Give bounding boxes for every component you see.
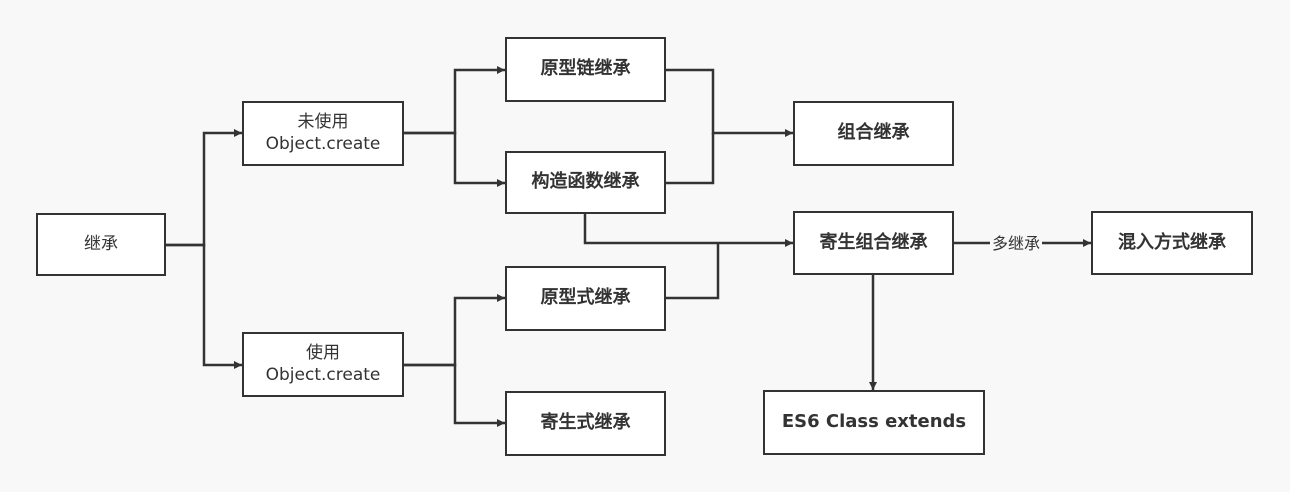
node-no-object-create-label: 未使用 Object.create — [265, 112, 381, 154]
edge-use-create-to-parasitic — [404, 363, 505, 427]
node-es6-class-extends: ES6 Class extends — [763, 390, 985, 455]
edge-prototype-chain-to-combination — [666, 68, 793, 137]
edge-inherit-to-use-create — [166, 243, 242, 369]
node-combination-label: 组合继承 — [837, 122, 910, 144]
node-mixin-label: 混入方式继承 — [1118, 231, 1226, 253]
node-use-object-create: 使用 Object.create — [242, 332, 404, 397]
node-prototypal: 原型式继承 — [505, 266, 666, 331]
edge-no-create-to-prototype-chain — [404, 66, 505, 135]
edge-constructor-to-combination — [666, 133, 715, 185]
node-parasitic-combination-label: 寄生组合继承 — [819, 231, 928, 253]
node-parasitic-combination: 寄生组合继承 — [793, 211, 954, 275]
node-constructor-label: 构造函数继承 — [531, 171, 640, 193]
node-parasitic-label: 寄生式继承 — [540, 412, 631, 434]
node-no-object-create: 未使用 Object.create — [242, 101, 404, 166]
node-use-object-create-label: 使用 Object.create — [265, 343, 381, 385]
node-constructor: 构造函数继承 — [505, 151, 666, 214]
edge-use-create-to-prototypal — [404, 294, 505, 367]
node-prototype-chain-label: 原型链继承 — [540, 58, 631, 80]
node-prototypal-label: 原型式继承 — [540, 287, 631, 309]
node-inheritance-label: 继承 — [84, 233, 118, 254]
node-es6-class-extends-label: ES6 Class extends — [781, 411, 967, 433]
node-inheritance: 继承 — [36, 213, 166, 276]
edge-inherit-to-no-create — [166, 129, 242, 247]
node-parasitic: 寄生式继承 — [505, 391, 666, 456]
edge-label-multiple-inheritance: 多继承 — [990, 234, 1043, 254]
node-mixin: 混入方式继承 — [1091, 211, 1253, 275]
node-combination: 组合继承 — [793, 101, 954, 166]
edge-prototypal-to-parasitic-combination — [666, 243, 720, 300]
edge-constructor-to-parasitic-combination — [583, 214, 793, 247]
node-prototype-chain: 原型链继承 — [505, 37, 666, 102]
edge-no-create-to-constructor — [404, 131, 505, 187]
